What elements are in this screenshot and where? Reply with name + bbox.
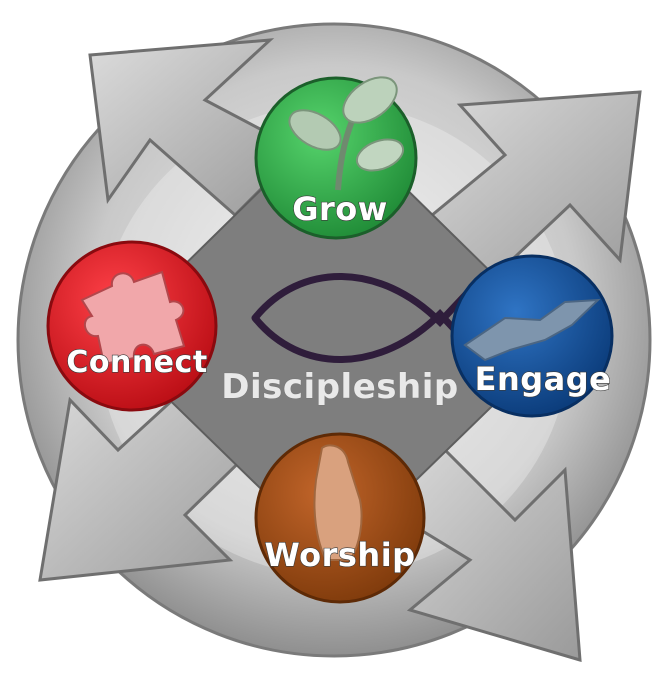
node-label-grow: Grow xyxy=(292,190,388,228)
puzzle-piece-icon xyxy=(80,270,186,366)
node-engage: Engage xyxy=(450,254,614,418)
sprout-icon xyxy=(288,76,405,191)
praying-hands-icon xyxy=(313,444,363,561)
node-worship: Worship xyxy=(254,432,426,604)
ichthys-fish-icon xyxy=(251,273,474,363)
node-label-engage: Engage xyxy=(475,360,612,398)
node-label-connect: Connect xyxy=(66,345,207,380)
node-connect: Connect xyxy=(46,240,218,412)
node-label-worship: Worship xyxy=(264,536,415,574)
node-grow: Grow xyxy=(254,76,418,240)
handshake-icon xyxy=(463,298,601,362)
center-label: Discipleship xyxy=(221,367,458,407)
center: Discipleship xyxy=(221,273,474,408)
